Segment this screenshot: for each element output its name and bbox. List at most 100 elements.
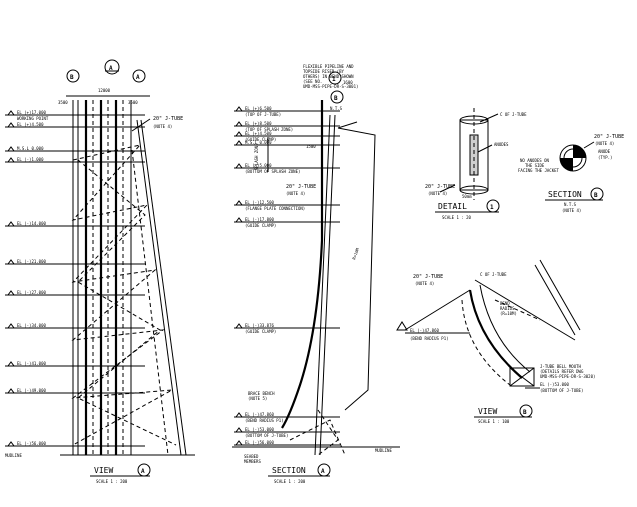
section-b-jtube-note: (NOTE 4) (595, 141, 614, 146)
level-marker-icon (235, 106, 243, 112)
view-b-title-ref: B (523, 409, 527, 416)
section-a-level-sub: (BOTTOM OF J-TUBE) (245, 433, 288, 438)
level-marker-icon (7, 388, 15, 394)
section-a-level-label: EL (-)33.876 (245, 323, 274, 328)
view-a: B A A 3500 12000 3500 EL (+)17.000WORKIN… (5, 59, 195, 484)
section-b: 20" J-TUBE (NOTE 4) ANODE (TYP.) NO ANOD… (518, 134, 624, 213)
dim-1: 3500 (58, 100, 68, 105)
section-a-level-label: EL (+)4.500 (245, 131, 272, 136)
view-a-jtube-note: (NOTE 4) (153, 124, 172, 129)
level-marker-icon (235, 440, 243, 446)
section-a-level-label: EL (-)56.000 (245, 440, 274, 445)
view-b-bend-3: (R=10M) (500, 311, 517, 316)
section-a-level-sub: (GUIDE CLAMP) (245, 137, 276, 142)
section-a-scale: SCALE 1 : 200 (274, 479, 306, 484)
level-marker-icon (7, 441, 15, 447)
view-b-el-low: EL (-)53.000 (540, 382, 569, 387)
view-b-jtube-label: 20" J-TUBE (413, 274, 443, 280)
grid-bubble-a-top (104, 59, 120, 75)
section-a-top-note-1: FLEXIBLE PIPELINE AND (303, 64, 354, 69)
view-b-el-low-sub: (BOTTOM OF J-TUBE) (540, 388, 583, 393)
section-b-note-ref: (NOTE 4) (562, 208, 581, 213)
level-marker-icon (7, 122, 15, 128)
view-a-level-label: EL (-)1.000 (17, 157, 44, 162)
level-marker-icon (235, 163, 243, 169)
section-a-level-sub: (BOTTOM OF SPLASH ZONE) (245, 169, 300, 174)
level-marker-icon (235, 121, 243, 127)
section-a-grid-1-label: 1 (332, 76, 336, 83)
section-a-level-sub: (TOP OF J-TUBE) (245, 112, 281, 117)
section-a-grid-1 (328, 71, 342, 85)
section-b-anode-note: (TYP.) (598, 155, 612, 160)
level-marker-icon (7, 110, 15, 116)
section-a-levels: EL (+)6.500(TOP OF J-TUBE) EL (+)8.500(TO… (234, 106, 340, 446)
view-a-level-sub: WORKING POINT (17, 116, 49, 121)
section-a-seabed-1: SEABED (244, 454, 259, 459)
view-a-mudline-label: MUDLINE (5, 453, 22, 458)
section-b-title: SECTION (548, 190, 582, 199)
view-a-title: VIEW (94, 466, 113, 475)
section-b-jtube-label: 20" J-TUBE (594, 134, 624, 140)
detail-1-anodes: ANODES (494, 142, 509, 147)
section-a-level-sub: (TOP OF SPLASH ZONE) (245, 127, 293, 132)
section-a-jacket-leg (314, 114, 331, 456)
view-a-jtube-label: 20" J-TUBE (153, 116, 183, 122)
section-a-top-note-2: TOPSIDE RISER (BY (303, 69, 345, 74)
view-b: 20" J-TUBE (NOTE 4) C OF J-TUBE BEND RAD… (396, 259, 595, 424)
view-b-bell-1: J-TUBE BELL MOUTH (540, 364, 582, 369)
view-b-el-bend: EL (-)47.860 (410, 328, 439, 333)
grid-b-label: B (70, 74, 74, 81)
section-b-note-1: NO ANODES ON (520, 158, 549, 163)
view-b-scale: SCALE 1 : 100 (478, 419, 510, 424)
level-marker-icon (235, 131, 243, 137)
view-a-level-label: EL (-)21.000 (17, 259, 46, 264)
view-b-bend-1: BEND (500, 301, 510, 306)
detail-1-scale: SCALE 1 : 20 (442, 215, 471, 220)
section-a-level-sub: (FLANGE PLATE CONNECTION) (245, 206, 305, 211)
section-a-level-label: EL (-)17.800 (245, 217, 274, 222)
grid-a-top-label: A (109, 65, 113, 72)
view-b-bell-3: UMD-MSS-PIPE-DR-S-3020) (540, 374, 595, 379)
section-a-brace-1: BRACE BENCH (248, 391, 275, 396)
view-a-scale: SCALE 1 : 200 (96, 479, 128, 484)
detail-1-title: DETAIL (438, 202, 467, 211)
section-a-level-sub: (GUIDE CLAMP) (245, 223, 276, 228)
level-marker-icon (7, 157, 15, 163)
detail-1-title-ref: 1 (490, 204, 494, 211)
section-a-level-sub: (BEND RADIUS P1) (245, 418, 284, 423)
detail-1-jtube-note: (NOTE 4) (428, 191, 447, 196)
section-a-level-label: EL (-)53.000 (245, 427, 274, 432)
dim-3: 3500 (128, 100, 138, 105)
view-b-bend-2: RADIUS (500, 306, 515, 311)
section-a-dim-top: 1600 (343, 80, 353, 85)
section-b-anode-label: ANODE (598, 149, 611, 154)
view-a-bracing (71, 144, 177, 446)
section-a-level-label: EL (+)6.500 (245, 106, 272, 111)
section-a-nts: N.T.S (330, 106, 343, 111)
level-marker-icon (7, 221, 15, 227)
section-a-level-label: M.S.L 0.000 (245, 140, 272, 145)
view-a-level-label: EL (-)27.000 (17, 290, 46, 295)
section-a: FLEXIBLE PIPELINE AND TOPSIDE RISER (BY … (232, 64, 400, 484)
view-a-level-label: EL (-)49.000 (17, 388, 46, 393)
section-a-brace-2: (NOTE 5) (248, 396, 267, 401)
section-b-nts: N.T.S (564, 202, 577, 207)
detail-1-jtube (459, 119, 489, 191)
detail-1-anode (469, 134, 479, 176)
detail-1-cl-label: C OF J-TUBE (500, 112, 527, 117)
section-b-note-2: THE SIDE (525, 163, 545, 168)
section-a-dim-side: 1500 (306, 144, 316, 149)
view-b-jtube-note: (NOTE 4) (415, 281, 434, 286)
section-a-title-ref: A (321, 468, 325, 475)
level-marker-icon (235, 217, 243, 223)
section-a-bend-radius: R=10M (351, 247, 360, 261)
section-a-riser-envelope (337, 127, 376, 411)
level-marker-icon (235, 323, 243, 329)
view-b-cl-label: C OF J-TUBE (480, 272, 507, 277)
section-a-level-label: EL (+)8.500 (245, 121, 272, 126)
section-a-seabed-2: MEMBERS (244, 459, 261, 464)
level-marker-icon (235, 412, 243, 418)
section-a-detail-ref-label: B (334, 95, 338, 102)
detail-1-dim: 50mm (462, 194, 472, 199)
view-a-level-label: M.S.L 0.000 (17, 146, 44, 151)
